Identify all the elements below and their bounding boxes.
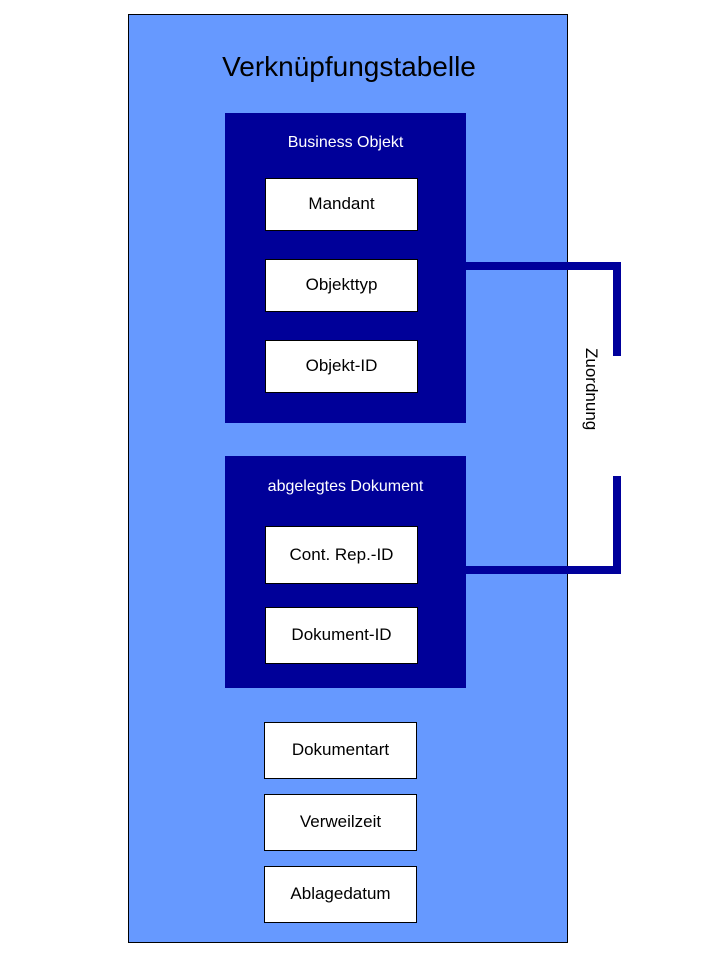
group-title-abgelegtes-dokument: abgelegtes Dokument xyxy=(267,478,424,495)
connector-vertical-upper xyxy=(613,262,621,356)
field-mandant: Mandant xyxy=(265,178,418,231)
connector-bottom-segment xyxy=(465,566,621,574)
field-objekttyp: Objekttyp xyxy=(265,259,418,312)
field-verweilzeit: Verweilzeit xyxy=(264,794,417,851)
field-cont-rep-id: Cont. Rep.-ID xyxy=(265,526,418,584)
page-title: Verknüpfungstabelle xyxy=(222,51,476,82)
connector-vertical-lower xyxy=(613,476,621,574)
field-dokumentart: Dokumentart xyxy=(264,722,417,779)
group-title-business-objekt: Business Objekt xyxy=(287,134,404,151)
field-dokument-id: Dokument-ID xyxy=(265,607,418,664)
group-abgelegtes-dokument: abgelegtes Dokument Cont. Rep.-ID Dokume… xyxy=(225,456,466,688)
linking-table-panel: Verknüpfungstabelle Business Objekt Mand… xyxy=(128,14,568,943)
connector-label-zuordnung: Zuordnung xyxy=(582,348,601,431)
field-objekt-id: Objekt-ID xyxy=(265,340,418,393)
group-business-objekt: Business Objekt Mandant Objekttyp Objekt… xyxy=(225,113,466,423)
field-ablagedatum: Ablagedatum xyxy=(264,866,417,923)
connector-top-segment xyxy=(465,262,621,270)
